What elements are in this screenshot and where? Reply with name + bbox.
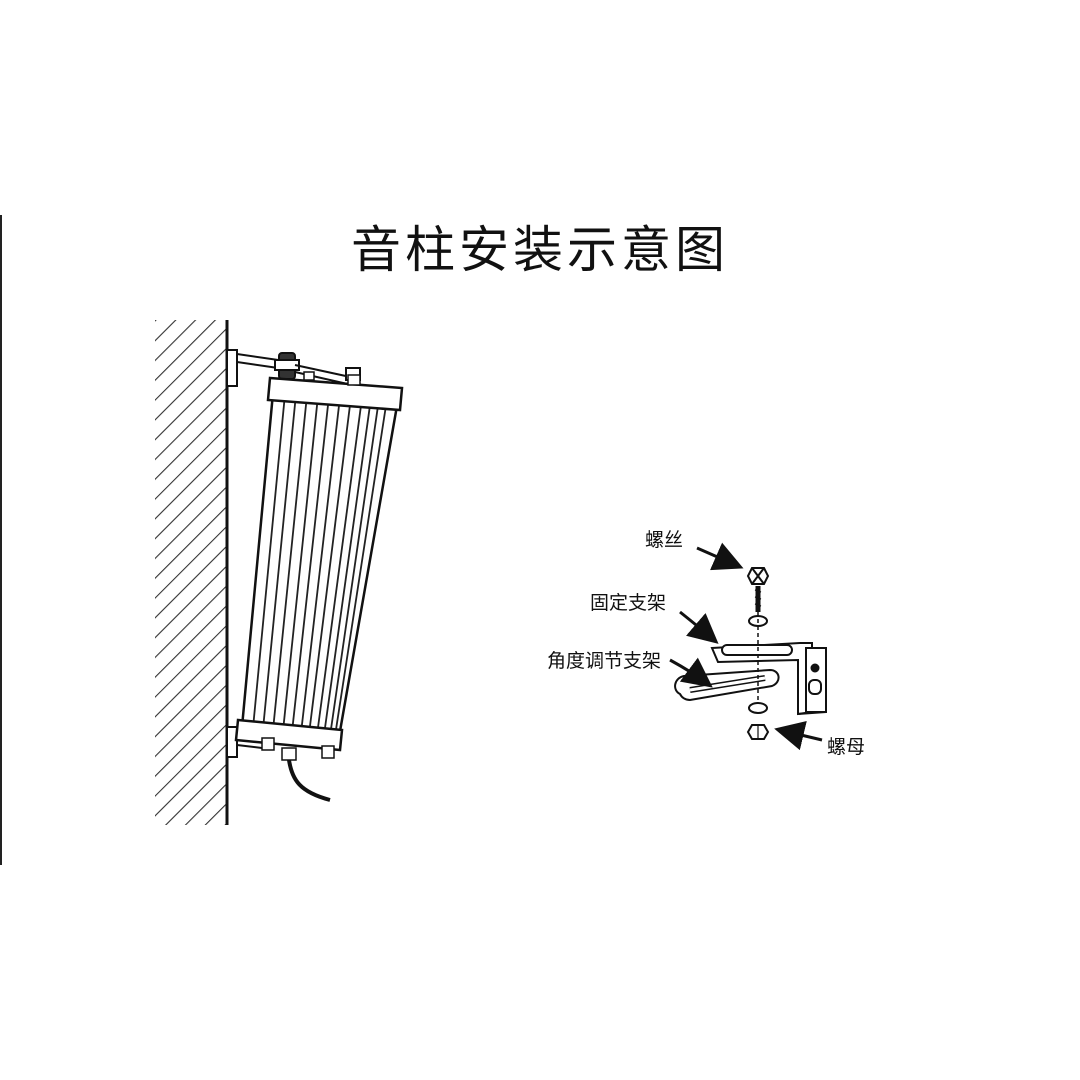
label-fixed-bracket: 固定支架 [590, 592, 667, 614]
bracket-assembly [674, 567, 827, 740]
speaker-bottom-cap [234, 718, 344, 761]
column-speaker [234, 371, 404, 802]
fixed-bracket-part [710, 642, 827, 716]
speaker-top-cap [266, 371, 404, 412]
arrow-screw [696, 542, 744, 571]
arrow-nut [774, 720, 823, 751]
label-angle-bracket: 角度调节支架 [547, 650, 662, 672]
speaker-cable [287, 759, 331, 802]
screw-part [746, 567, 770, 627]
wall [155, 320, 229, 825]
arrow-fixed-bracket [679, 610, 719, 644]
nut-part [746, 702, 770, 740]
label-arrows [669, 542, 823, 751]
label-screw: 螺丝 [645, 529, 684, 551]
label-nut: 螺母 [827, 736, 866, 758]
arrow-angle-bracket [669, 657, 713, 688]
angle-bracket-part [674, 668, 780, 702]
left-border-line [0, 215, 2, 865]
diagram-title: 音柱安装示意图 [351, 221, 729, 279]
